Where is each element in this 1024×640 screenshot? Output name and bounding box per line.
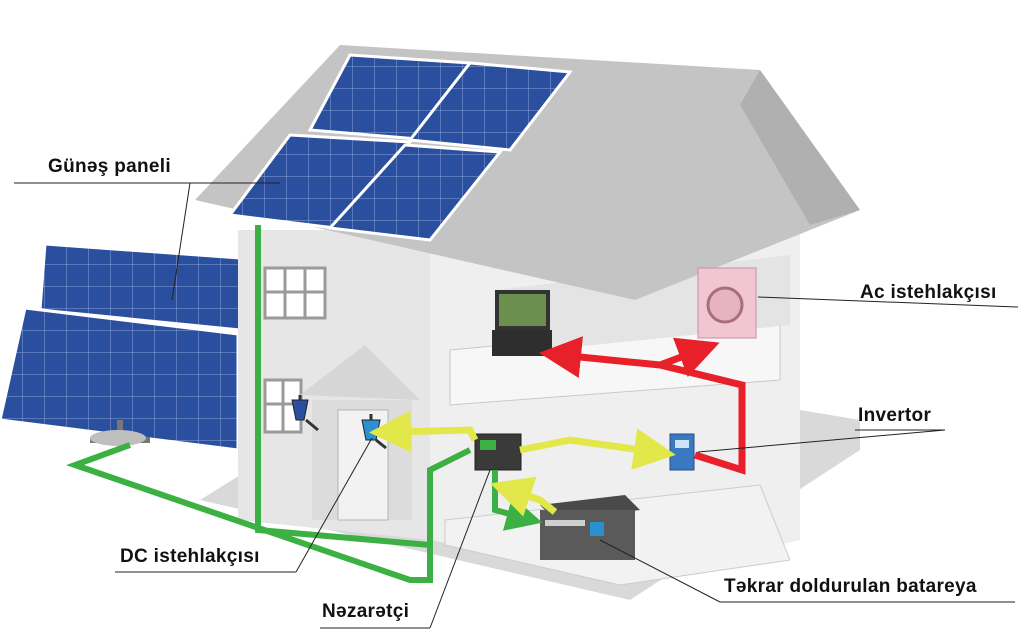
dc-consumer-label: DC istehlakçısı xyxy=(120,546,260,567)
ac-consumer-label: Ac istehlakçısı xyxy=(860,282,997,303)
inverter-icon xyxy=(669,433,695,471)
light-wire-arrow xyxy=(490,476,558,517)
controller-label: Nəzarətçi xyxy=(322,601,410,622)
tv-icon xyxy=(492,290,552,356)
inverter-label: Invertor xyxy=(858,405,932,426)
light-wire-arrow xyxy=(519,428,676,470)
solar-panel-label: Günəş paneli xyxy=(48,156,171,177)
solar-panel-icon xyxy=(407,61,573,152)
leader-lines xyxy=(14,182,1019,629)
controller-icon xyxy=(474,433,522,471)
battery-icon xyxy=(540,495,640,560)
light-wire-arrow xyxy=(369,410,479,453)
lamp-icon xyxy=(291,395,319,432)
ground-solar-array xyxy=(0,242,242,452)
washing-machine-icon xyxy=(697,267,757,339)
solar-panel-icon xyxy=(326,143,503,242)
solar-panel-icon xyxy=(227,133,414,230)
window xyxy=(263,266,327,320)
roof-solar-array xyxy=(227,53,573,242)
battery-label: Təkrar doldurulan batareya xyxy=(724,576,977,597)
ac-wire-arrow xyxy=(658,337,720,378)
ac-wire-arrow xyxy=(539,336,746,475)
dc-wire xyxy=(65,442,433,583)
